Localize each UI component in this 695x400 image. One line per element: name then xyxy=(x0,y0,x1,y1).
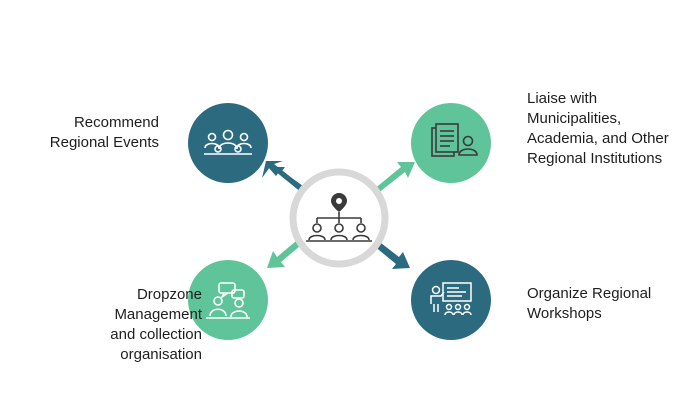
center-hub xyxy=(289,168,389,268)
document-contact-icon xyxy=(431,123,478,157)
node-liaise xyxy=(411,103,491,183)
conversation-icon xyxy=(206,282,250,319)
node-recommend-regional-events xyxy=(188,103,268,183)
arrow-to-top-left xyxy=(262,161,310,194)
node-dropzone xyxy=(188,260,268,340)
node-label-organize-workshops: Organize Regional Workshops xyxy=(527,285,652,322)
arrow-to-top-right xyxy=(373,162,415,194)
arrow-to-bottom-left xyxy=(267,236,306,268)
org-hierarchy-icon xyxy=(306,193,372,242)
node-label-recommend-regional-events: Recommend Regional Events xyxy=(49,114,159,151)
node-label-liaise: Liaise with Municipalities, Academia, an… xyxy=(527,90,669,167)
node-organize-workshops xyxy=(411,260,491,340)
node-label-dropzone: Dropzone Management and collection organ… xyxy=(110,286,202,363)
workshop-presentation-icon xyxy=(430,282,472,316)
group-meeting-icon xyxy=(204,129,252,155)
